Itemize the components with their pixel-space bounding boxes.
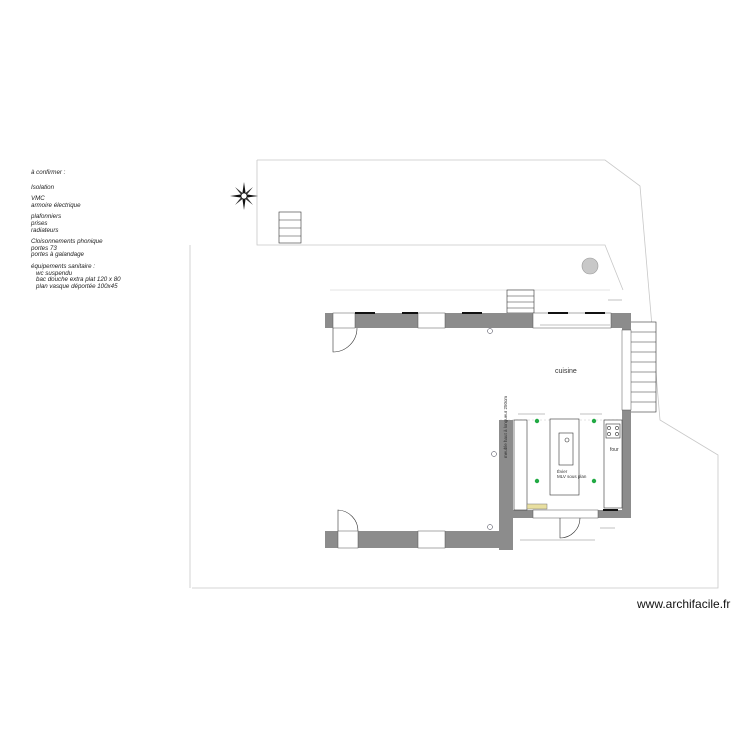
notes-group: VMC armoire électrique [31,196,121,209]
note-subline: bac douche extra plat 120 x 80 [36,276,121,284]
room-label-kitchen: cuisine [555,368,577,375]
oven-unit [603,419,623,509]
room-label-island: Évier MLV sous plan [557,469,587,479]
watermark: www.archifacile.fr [637,597,731,611]
notes-block: à confirmer : Isolation VMC armoire élec… [31,169,121,295]
note-line: portes 73 [31,244,57,252]
tree-icon [581,257,599,275]
cabinet-wall [513,419,528,511]
compass-rose-icon [230,182,258,210]
exterior-stair [278,211,302,244]
note-line: armoire électrique [31,201,81,209]
note-line: plafonniers [31,213,62,221]
dimension-lines [518,299,622,541]
note-line: équipements sanitaire : [31,262,95,270]
note-line: prises [31,219,48,227]
note-line: radiateurs [31,226,59,234]
notes-group: équipements sanitaire : wc suspendu bac … [31,262,121,290]
notes-group: Isolation [31,183,121,192]
room-label-oven: four [610,447,619,453]
note-subline: plan vasque déportée 100x45 [36,282,118,290]
notes-group: Cloisonnements phonique portes 73 portes… [31,239,121,259]
note-line: portes à galandage [31,251,84,259]
doors [332,327,581,539]
entry-stair [506,289,535,314]
windows [332,312,632,549]
side-stair [629,321,657,413]
notes-group: plafonniers prises radiateurs [31,214,121,234]
room-label-cabinet: meuble haut à longueur 250cm [503,395,508,458]
radiator [526,503,548,510]
note-line: Cloisonnements phonique [31,238,103,246]
notes-title: à confirmer : [31,169,66,176]
switch-icons [487,328,497,530]
note-line: VMC [31,195,45,203]
kitchen-island [549,418,580,496]
outlet-icons [534,418,597,484]
note-subline: wc suspendu [36,269,73,277]
note-line: Isolation [31,183,55,191]
